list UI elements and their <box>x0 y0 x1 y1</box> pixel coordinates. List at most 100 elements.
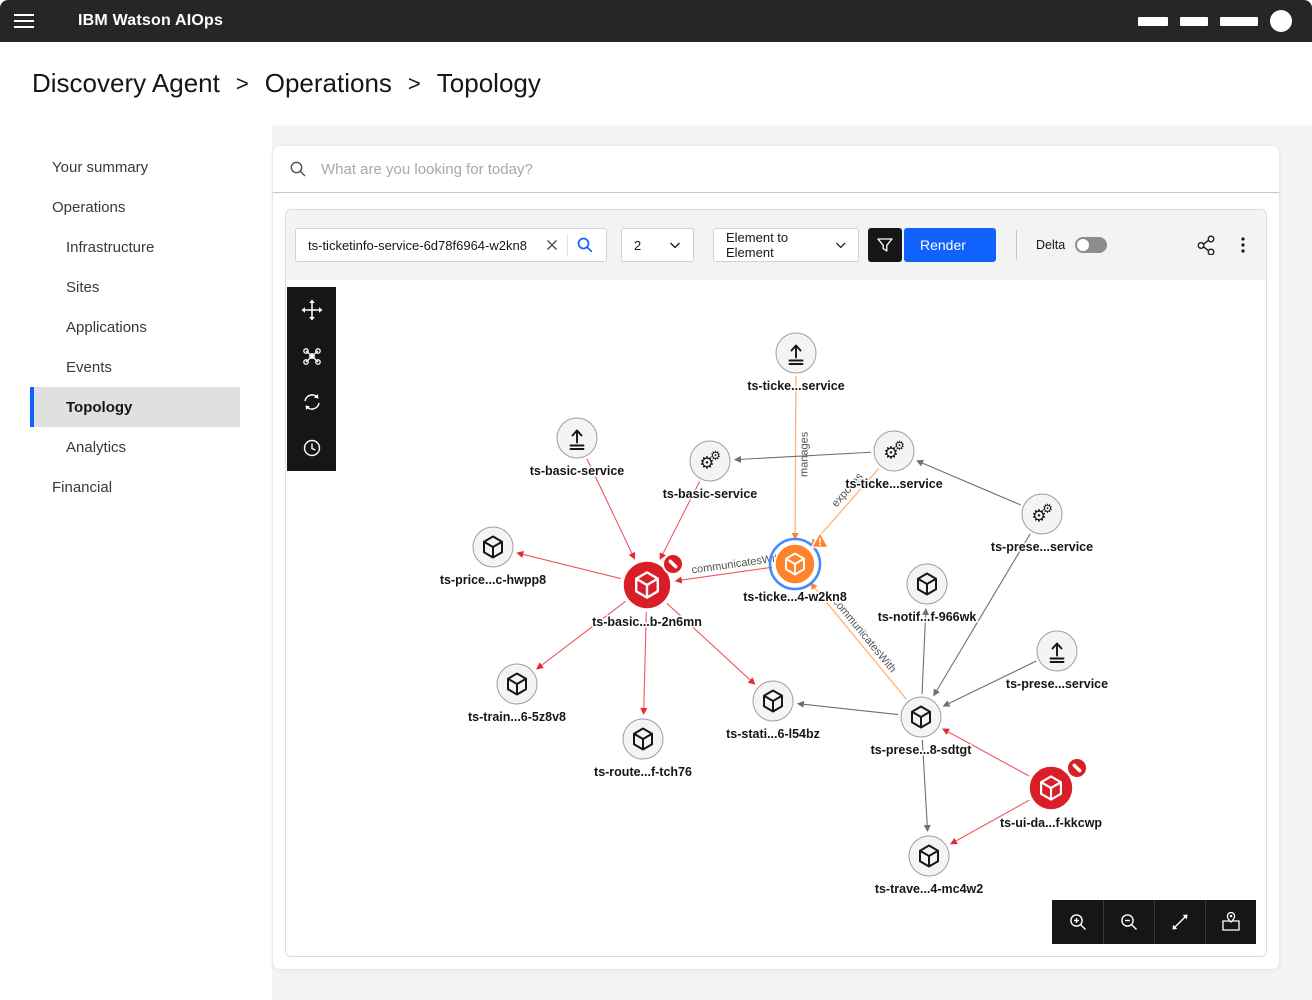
menu-hamburger-icon[interactable] <box>0 0 48 42</box>
topology-node-prese-svc-gears[interactable]: ⚙⚙ts-prese...service <box>989 493 1095 556</box>
topology-edge-sdtgt-trave <box>921 739 931 833</box>
topology-edge-basic-pod-route <box>640 611 648 716</box>
main-area: 2 Element to Element Render <box>272 125 1312 1000</box>
edge-label: manages <box>798 431 810 477</box>
topology-node-prese-svc-upload[interactable]: ts-prese...service <box>1004 630 1110 693</box>
layout-tool-icon[interactable] <box>287 333 336 379</box>
hops-select[interactable]: 2 <box>621 228 694 262</box>
topology-node-trave[interactable]: ts-trave...4-mc4w2 <box>873 835 985 898</box>
cube-icon <box>917 572 937 596</box>
clear-input-icon[interactable] <box>541 234 563 256</box>
topology-edge-prese-svc-gears-sdtgt <box>933 533 1031 697</box>
pan-tool-icon[interactable] <box>287 287 336 333</box>
breadcrumb-separator: > <box>235 70 249 96</box>
sidebar-item-financial[interactable]: Financial <box>52 478 113 496</box>
topology-edge-ticke-svc-gears-basic-svc-gears <box>733 451 872 463</box>
topology-edge-sdtgt-notif <box>921 607 930 695</box>
topology-node-basic-svc-upload[interactable]: ts-basic-service <box>528 417 626 480</box>
cube-icon <box>919 844 939 868</box>
topology-node-route[interactable]: ts-route...f-tch76 <box>593 718 694 781</box>
topology-edge-ticke-pod-basic-pod: communicatesWith <box>674 550 786 584</box>
topology-node-notif[interactable]: ts-notif...f-966wk <box>876 563 978 626</box>
header-right-controls <box>1138 10 1312 32</box>
sidebar-item-events[interactable]: Events <box>66 358 112 376</box>
edge-label: communicatesWith <box>830 596 898 675</box>
svg-text:⚙: ⚙ <box>1042 502 1053 516</box>
sidebar-item-operations[interactable]: Operations <box>52 198 126 216</box>
node-label: ts-basic-service <box>530 464 625 478</box>
header-nav-placeholder[interactable] <box>1138 16 1168 26</box>
topology-node-ticke-pod[interactable]: ts-ticke...4-w2kn8! <box>742 531 848 606</box>
node-label: ts-route...f-tch76 <box>594 765 692 779</box>
delta-toggle[interactable] <box>1075 237 1108 253</box>
global-search-input[interactable] <box>321 160 1263 178</box>
topology-node-basic-pod[interactable]: ts-basic...b-2n6mn <box>591 553 703 631</box>
sidebar-item-infrastructure[interactable]: Infrastructure <box>66 238 155 256</box>
breadcrumb-discovery-agent[interactable]: Discovery Agent <box>32 68 220 98</box>
cube-icon <box>633 727 653 751</box>
zoom-out-icon[interactable] <box>1103 900 1154 944</box>
topology-edge-prese-svc-gears-ticke-svc-gears <box>916 459 1022 506</box>
topology-node-basic-svc-gears[interactable]: ⚙⚙ts-basic-service <box>661 440 759 503</box>
node-label: ts-stati...6-l54bz <box>726 727 820 741</box>
app-header: IBM Watson AIOps <box>0 0 1312 42</box>
global-search-bar <box>273 146 1279 193</box>
zoom-in-icon[interactable] <box>1052 900 1103 944</box>
breadcrumb-separator: > <box>407 70 421 96</box>
history-clock-icon[interactable] <box>287 425 336 471</box>
node-label: ts-price...c-hwpp8 <box>440 573 546 587</box>
sidebar-item-sites[interactable]: Sites <box>66 278 100 296</box>
topology-node-stati[interactable]: ts-stati...6-l54bz <box>725 680 821 743</box>
avatar[interactable] <box>1270 10 1292 32</box>
topology-edge-basic-pod-price <box>516 551 621 580</box>
breadcrumb-operations[interactable]: Operations <box>264 68 392 98</box>
chevron-down-icon <box>670 242 680 249</box>
gears-icon: ⚙⚙ <box>1031 502 1053 527</box>
topology-graph: managesexposescommunicatesWithcommunicat… <box>438 332 1110 898</box>
svg-text:⚙: ⚙ <box>883 444 898 464</box>
resource-search-input[interactable] <box>308 237 541 253</box>
sidebar-item-analytics[interactable]: Analytics <box>66 438 127 456</box>
filter-button[interactable] <box>868 228 902 262</box>
topology-node-price[interactable]: ts-price...c-hwpp8 <box>438 526 548 589</box>
node-label: ts-ui-da...f-kkcwp <box>1000 816 1102 830</box>
upload-icon <box>788 344 804 365</box>
cube-icon <box>483 535 503 559</box>
topology-node-sdtgt[interactable]: ts-prese...8-sdtgt <box>869 696 974 759</box>
topology-node-ui-da[interactable]: ts-ui-da...f-kkcwp <box>998 757 1104 832</box>
topology-node-ticke-svc-gears[interactable]: ⚙⚙ts-ticke...service <box>844 430 944 493</box>
topology-node-ticke-svc-top[interactable]: ts-ticke...service <box>746 332 846 395</box>
canvas-tool-palette <box>287 287 336 471</box>
render-button[interactable]: Render <box>904 228 996 262</box>
sidebar-item-your-summary[interactable]: Your summary <box>52 158 149 176</box>
minimap-icon[interactable] <box>1205 900 1256 944</box>
fit-to-screen-icon[interactable] <box>1154 900 1205 944</box>
header-nav-placeholder[interactable] <box>1180 16 1208 26</box>
share-icon[interactable] <box>1192 231 1220 259</box>
topology-edge-basic-pod-train <box>536 600 626 670</box>
hops-select-value: 2 <box>634 237 642 253</box>
breadcrumb: Discovery Agent > Operations > Topology <box>32 68 541 99</box>
topology-toolbar: 2 Element to Element Render <box>286 210 1266 280</box>
topology-node-train[interactable]: ts-train...6-5z8v8 <box>467 663 568 726</box>
svg-text:⚙: ⚙ <box>894 439 905 453</box>
header-nav-placeholder[interactable] <box>1220 16 1258 26</box>
delta-control: Delta <box>1036 237 1108 253</box>
topology-edge-basic-svc-gears-basic-pod <box>659 481 701 561</box>
render-type-select[interactable]: Element to Element <box>713 228 859 262</box>
resource-search-submit-icon[interactable] <box>572 232 598 258</box>
cube-icon <box>634 571 660 599</box>
refresh-tool-icon[interactable] <box>287 379 336 425</box>
overflow-menu-icon[interactable] <box>1236 231 1250 259</box>
sidebar: Your summary Operations Infrastructure S… <box>0 125 272 1000</box>
cube-icon <box>507 672 527 696</box>
sidebar-item-applications[interactable]: Applications <box>66 318 147 336</box>
cube-icon <box>763 689 783 713</box>
sidebar-item-topology[interactable]: Topology <box>30 387 240 427</box>
breadcrumb-band: Discovery Agent > Operations > Topology <box>0 42 1312 125</box>
gears-icon: ⚙⚙ <box>699 449 721 474</box>
breadcrumb-topology[interactable]: Topology <box>436 68 541 98</box>
cube-icon <box>1039 775 1063 801</box>
node-label: ts-ticke...4-w2kn8 <box>743 590 847 604</box>
